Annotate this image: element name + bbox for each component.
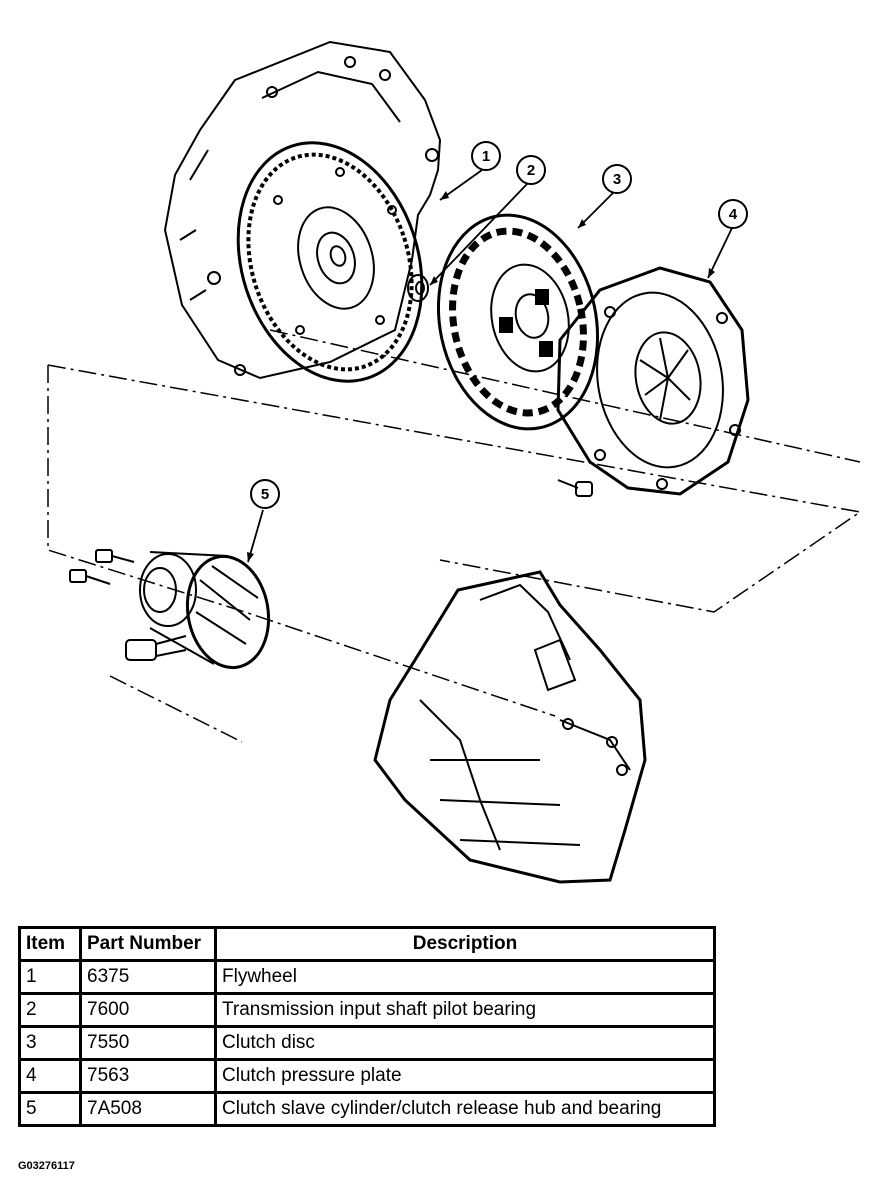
header-part-number: Part Number [79,926,217,962]
figure-code: G03276117 [18,1160,75,1172]
cell-part-number: 6375 [79,959,217,995]
cell-item: 4 [18,1058,82,1094]
callout-label: 4 [729,206,738,223]
pilot-bearing [407,274,429,302]
cell-part-number: 7550 [79,1025,217,1061]
callout-5: 5 [250,479,280,509]
cell-item: 2 [18,992,82,1028]
table-row: 1 6375 Flywheel [18,959,716,995]
callout-3: 3 [602,164,632,194]
parts-table: Item Part Number Description 1 6375 Flyw… [18,926,716,1127]
callout-1: 1 [471,141,501,171]
header-item: Item [18,926,82,962]
cell-description: Flywheel [214,959,716,995]
transmission-housing [373,570,647,884]
cell-description: Clutch slave cylinder/clutch release hub… [214,1091,716,1127]
clutch-disc [436,213,600,431]
leader-arrowheads [247,191,715,562]
callout-4: 4 [718,199,748,229]
alignment-lines [47,329,862,743]
callout-label: 1 [482,148,490,165]
table-header-row: Item Part Number Description [18,926,716,962]
cell-part-number: 7A508 [79,1091,217,1127]
cell-item: 5 [18,1091,82,1127]
table-row: 2 7600 Transmission input shaft pilot be… [18,992,716,1028]
cell-description: Clutch pressure plate [214,1058,716,1094]
engine-block-outline [163,40,442,380]
table-row: 5 7A508 Clutch slave cylinder/clutch rel… [18,1091,716,1127]
slave-cylinder-bolts [69,549,135,585]
slave-cylinder [125,551,271,670]
flywheel [236,141,424,383]
cell-item: 1 [18,959,82,995]
exploded-clutch-diagram: 1 2 3 4 5 [47,40,862,884]
callout-2: 2 [516,155,546,185]
cell-part-number: 7563 [79,1058,217,1094]
cell-item: 3 [18,1025,82,1061]
cell-part-number: 7600 [79,992,217,1028]
cell-description: Transmission input shaft pilot bearing [214,992,716,1028]
callout-label: 2 [527,162,535,179]
header-description: Description [214,926,716,962]
cell-description: Clutch disc [214,1025,716,1061]
pressure-plate-bolt [557,479,593,497]
callout-label: 5 [261,486,269,503]
table-row: 4 7563 Clutch pressure plate [18,1058,716,1094]
pressure-plate [556,266,750,496]
callout-label: 3 [613,171,621,188]
table-row: 3 7550 Clutch disc [18,1025,716,1061]
